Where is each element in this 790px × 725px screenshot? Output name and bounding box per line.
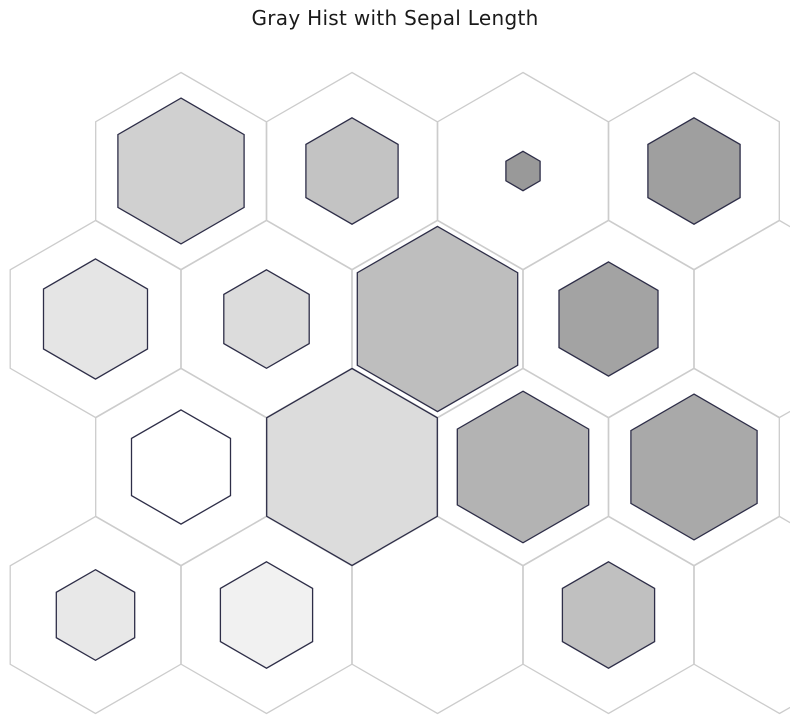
hex-marker-2 — [505, 150, 541, 192]
hex-marker-9 — [130, 409, 232, 525]
hex-marker-4 — [42, 258, 149, 380]
hex-markers — [42, 97, 758, 669]
hex-marker-14 — [219, 561, 314, 669]
hex-marker-0 — [117, 97, 245, 245]
hex-marker-16 — [561, 561, 656, 669]
hex-cell-outline-17 — [693, 515, 790, 715]
chart-title: Gray Hist with Sepal Length — [251, 6, 539, 30]
hex-marker-13 — [55, 568, 136, 662]
hex-marker-3 — [647, 117, 741, 225]
hex-marker-5 — [223, 269, 310, 370]
hex-marker-11 — [456, 390, 590, 544]
hex-marker-7 — [558, 261, 659, 377]
hex-marker-12 — [630, 393, 758, 541]
hex-marker-10 — [266, 367, 438, 567]
hex-marker-1 — [305, 117, 399, 225]
hex-cell-outline-8 — [693, 219, 790, 419]
hex-marker-6 — [356, 225, 519, 413]
